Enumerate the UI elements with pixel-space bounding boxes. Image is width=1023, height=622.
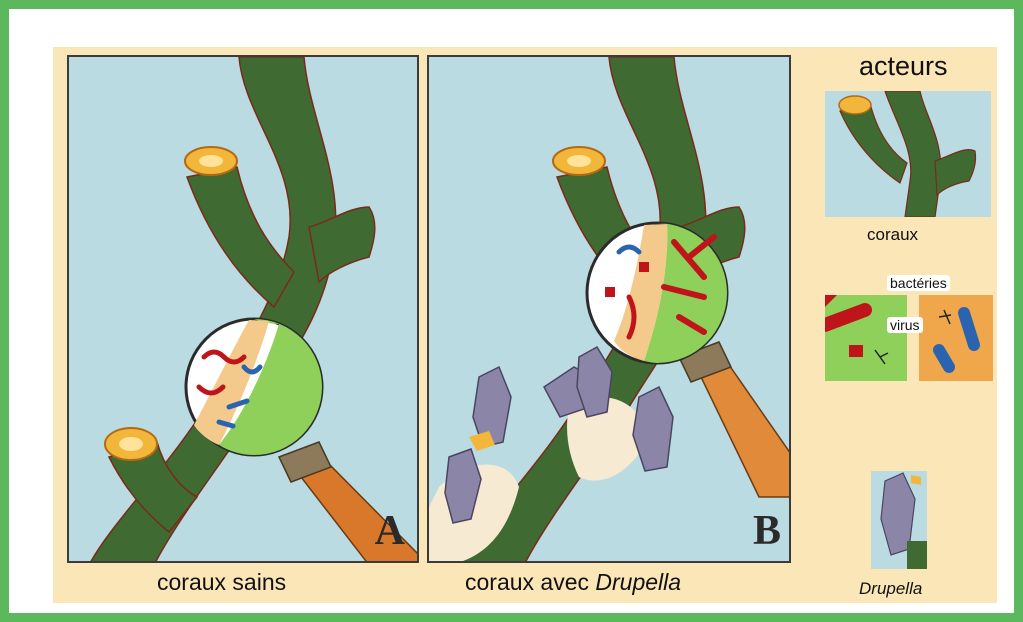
panel-a-letter: A [375,507,405,555]
legend-corals-label: coraux [867,225,918,245]
legend-bacteria-thumb-right [919,295,993,381]
legend-drupella-thumbnail [871,471,927,569]
legend-title: acteurs [859,51,948,82]
caption-corals-with-drupella: coraux avec Drupella [465,569,681,596]
drupella-thumbnail-drawing [871,471,927,569]
illustration-area: A [53,47,997,603]
caption-healthy-corals: coraux sains [157,569,286,596]
legend-drupella-label: Drupella [859,579,922,599]
legend-bacteria-thumb-left [825,295,907,381]
panel-a-drawing [69,57,419,563]
panel-b-drawing [429,57,791,563]
coral-thumbnail-drawing [825,91,991,217]
panel-b-letter: B [753,507,781,555]
panel-b-corals-with-drupella: B [427,55,791,563]
panel-a-healthy-corals: A [67,55,419,563]
caption-b-species: Drupella [595,569,681,595]
caption-b-prefix: coraux avec [465,569,595,595]
legend-bacteria-label: bactéries [887,275,950,291]
bacteria-right-drawing [919,295,993,381]
legend-coral-thumbnail [825,91,991,217]
bacteria-left-drawing [825,295,907,381]
legend-virus-label: virus [887,317,923,333]
